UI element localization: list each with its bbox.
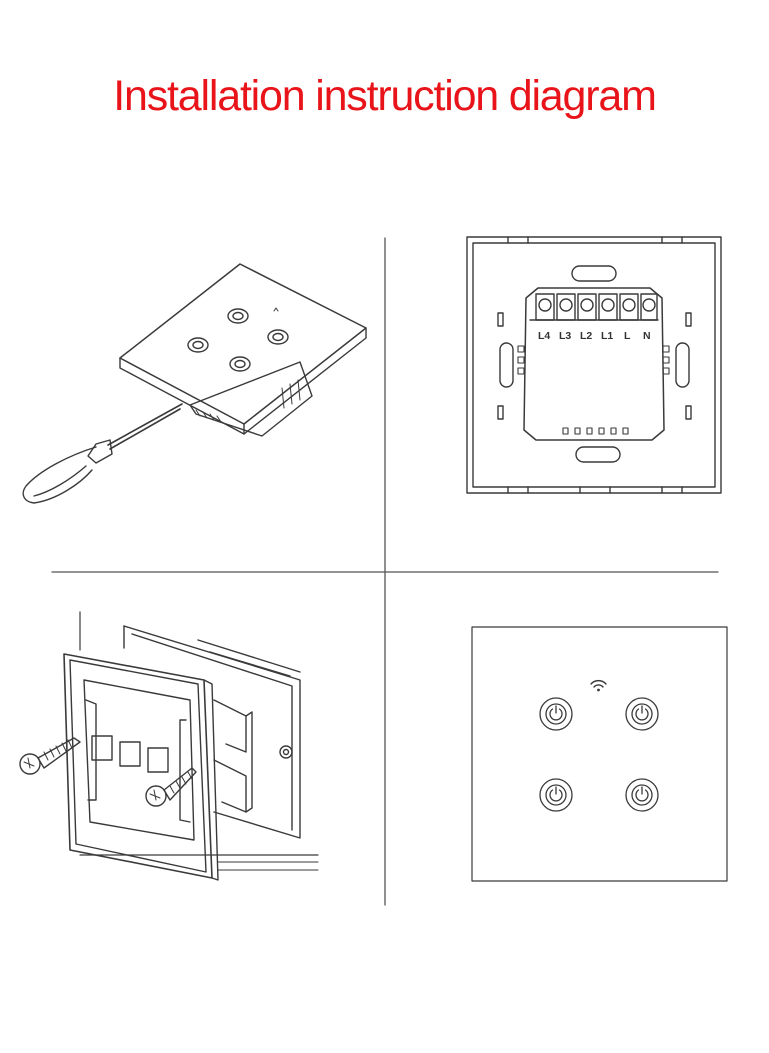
screwdriver-icon (22, 403, 183, 504)
svg-text:L2: L2 (580, 330, 592, 342)
svg-text:L1: L1 (601, 330, 613, 342)
quadrant-dividers (51, 237, 719, 906)
step-3-mount-frame (19, 611, 319, 881)
wall-box-icon (123, 625, 301, 839)
svg-text:L3: L3 (559, 330, 571, 342)
step-2-back-wiring: L4 L3 L2 L1 L N (466, 236, 722, 494)
wifi-icon (590, 679, 607, 692)
touch-switch-icon (187, 307, 289, 372)
svg-text:L4: L4 (538, 330, 550, 342)
terminal-block (535, 293, 658, 321)
svg-text:L: L (624, 330, 631, 342)
screw-icon (19, 737, 197, 807)
svg-text:N: N (643, 330, 651, 342)
step-1-pry-panel (22, 263, 367, 504)
power-icon (539, 697, 659, 812)
diagram-title: Installation instruction diagram (113, 72, 657, 120)
step-4-front-panel (471, 626, 728, 882)
